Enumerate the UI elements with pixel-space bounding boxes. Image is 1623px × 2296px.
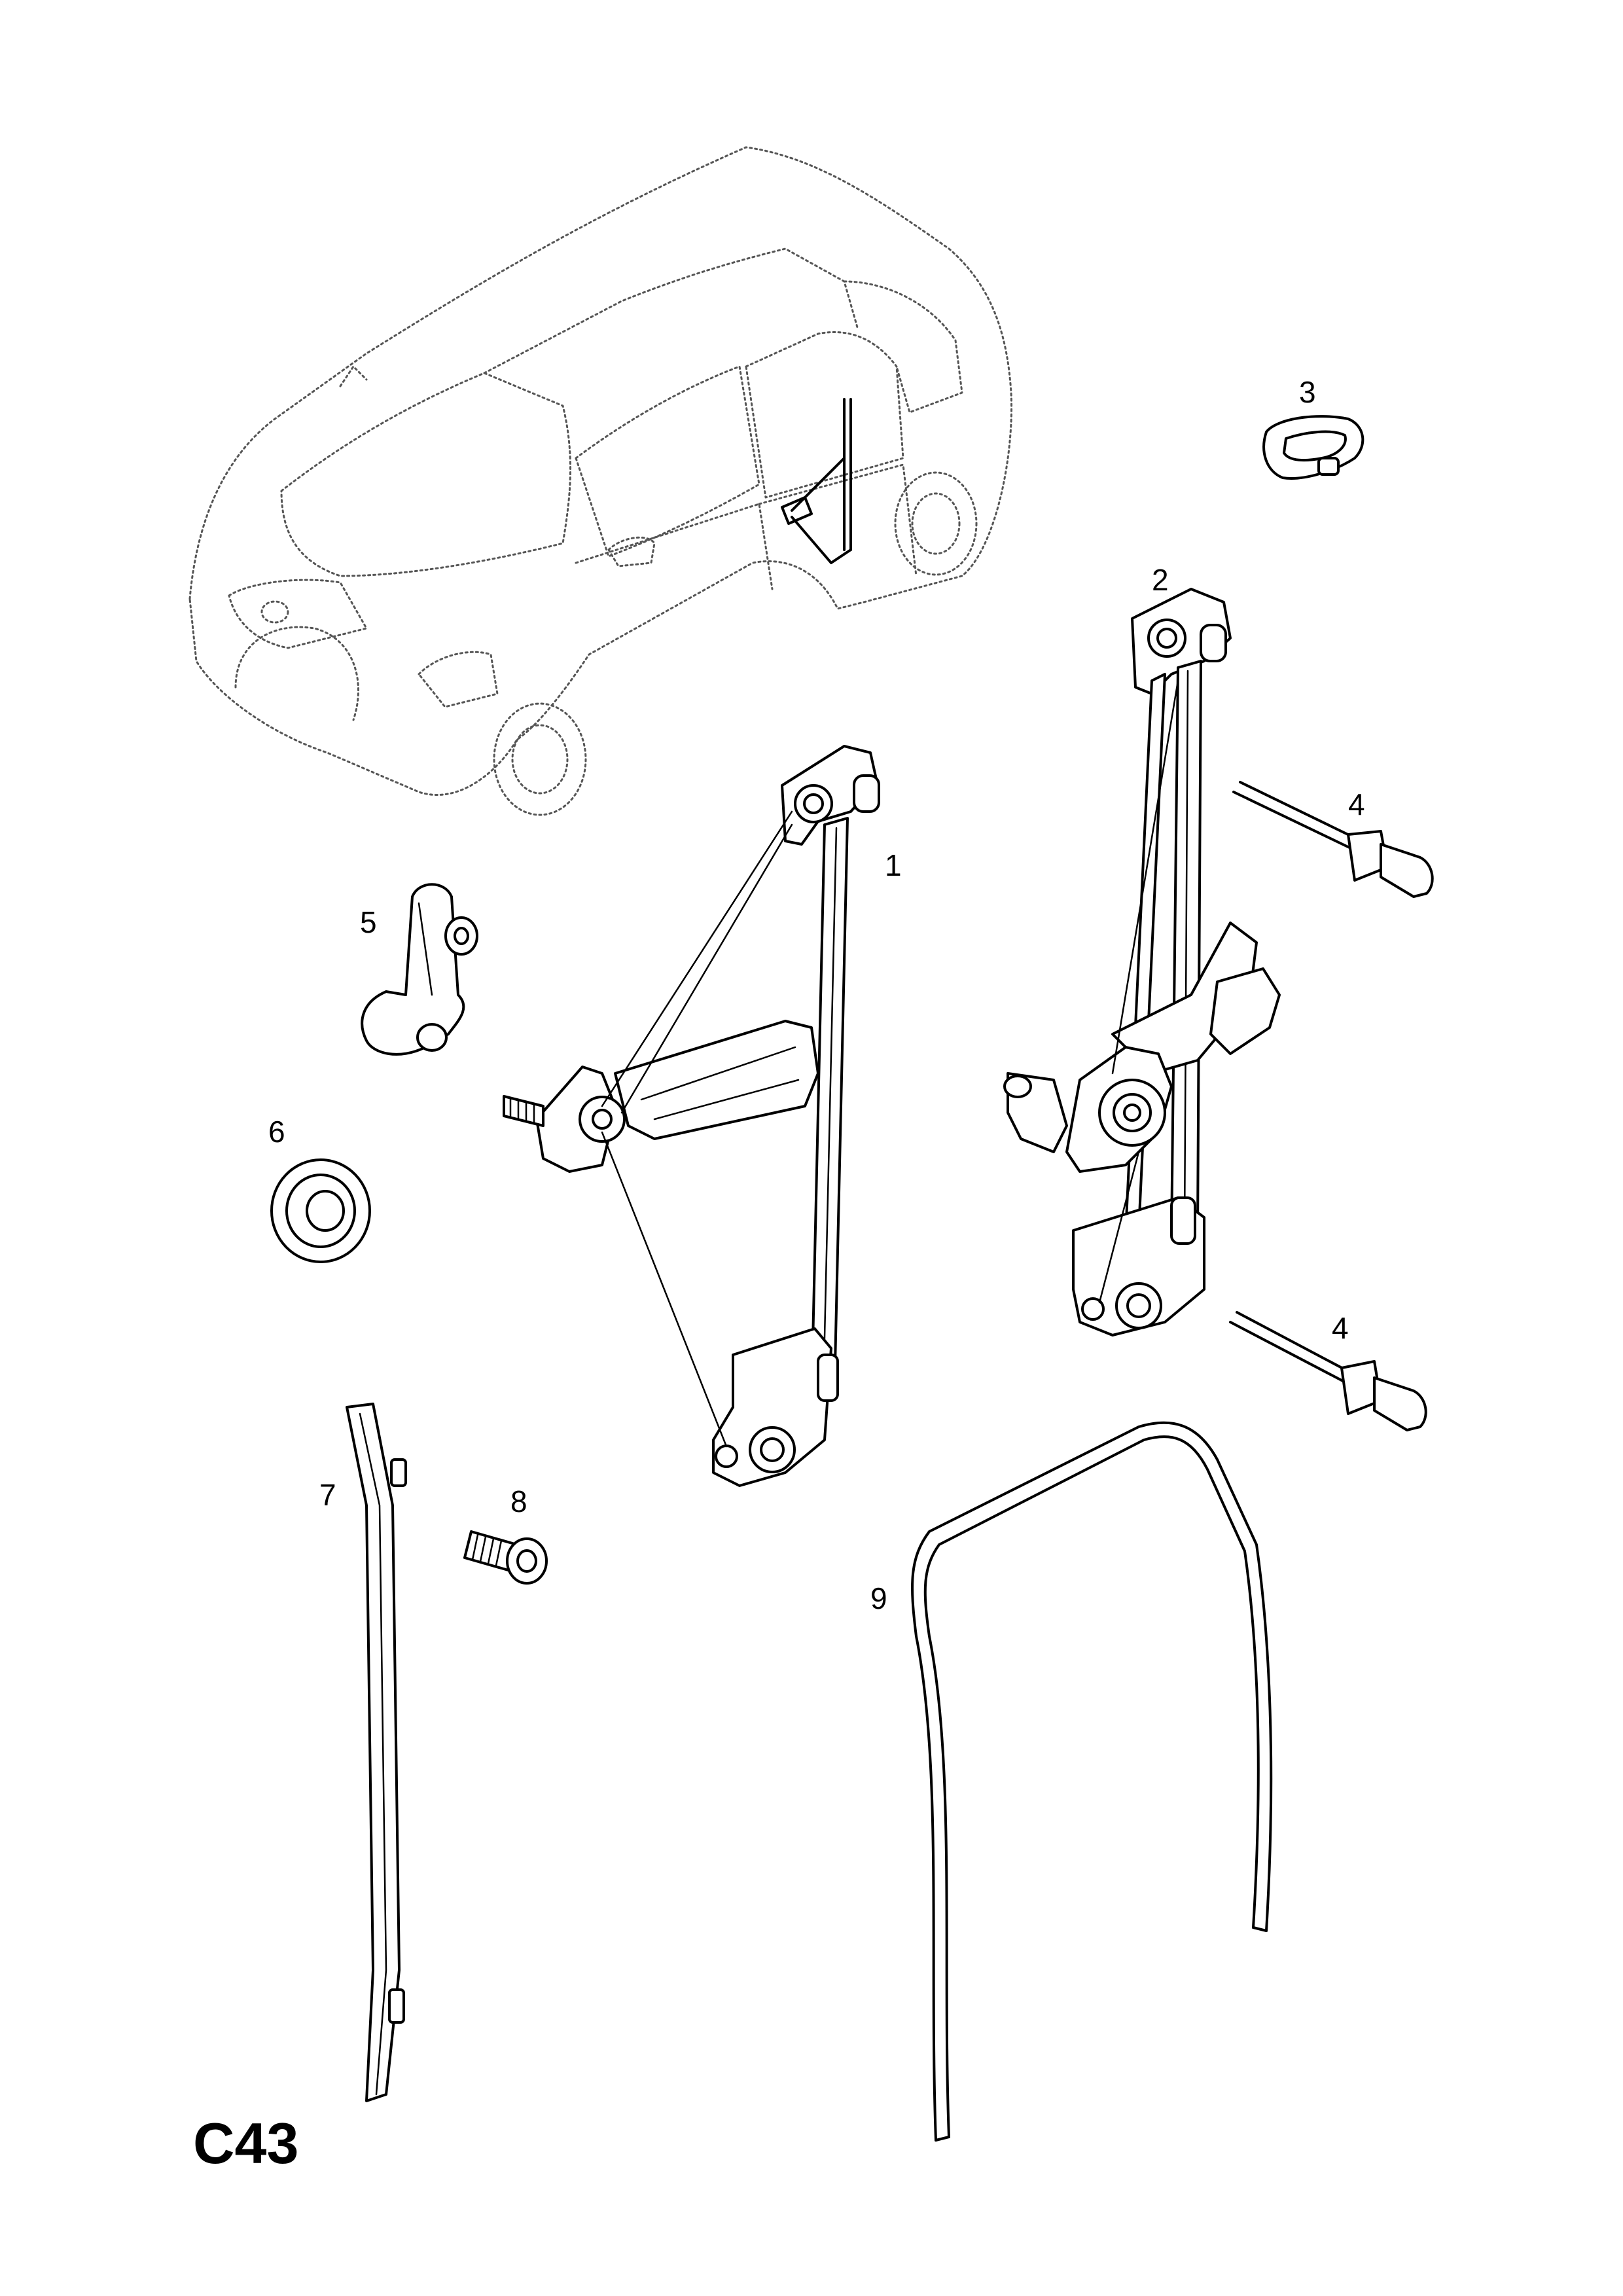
callout-1: 1 — [885, 848, 902, 882]
regulator-location-highlight — [781, 398, 852, 564]
callout-2: 2 — [1152, 563, 1169, 597]
rivet-part-4-lower — [1229, 1311, 1427, 1431]
vehicle-overview — [188, 146, 1013, 816]
callout-7: 7 — [319, 1478, 336, 1512]
grommet-part-6 — [270, 1158, 371, 1263]
channel-seal-part-9 — [911, 1421, 1273, 2142]
bolt-part-8 — [463, 1530, 548, 1585]
clip-part-3 — [1262, 415, 1364, 480]
callout-8: 8 — [510, 1484, 527, 1518]
callout-3: 3 — [1299, 375, 1316, 409]
callout-9: 9 — [870, 1581, 887, 1615]
callout-5: 5 — [360, 905, 377, 939]
guide-rail-part-7 — [346, 1403, 407, 2102]
link-arm-part-5 — [361, 883, 478, 1056]
rivet-part-4-upper — [1232, 781, 1434, 898]
callout-6: 6 — [268, 1115, 285, 1149]
callout-labels: 1 2 3 4 4 5 6 7 8 9 — [268, 375, 1365, 1615]
callout-4-lower: 4 — [1332, 1311, 1349, 1345]
window-regulator-part-2 — [1003, 588, 1281, 1336]
window-regulator-part-1 — [503, 745, 880, 1487]
callout-4-upper: 4 — [1348, 787, 1365, 821]
diagram-code: C43 — [193, 2111, 298, 2176]
